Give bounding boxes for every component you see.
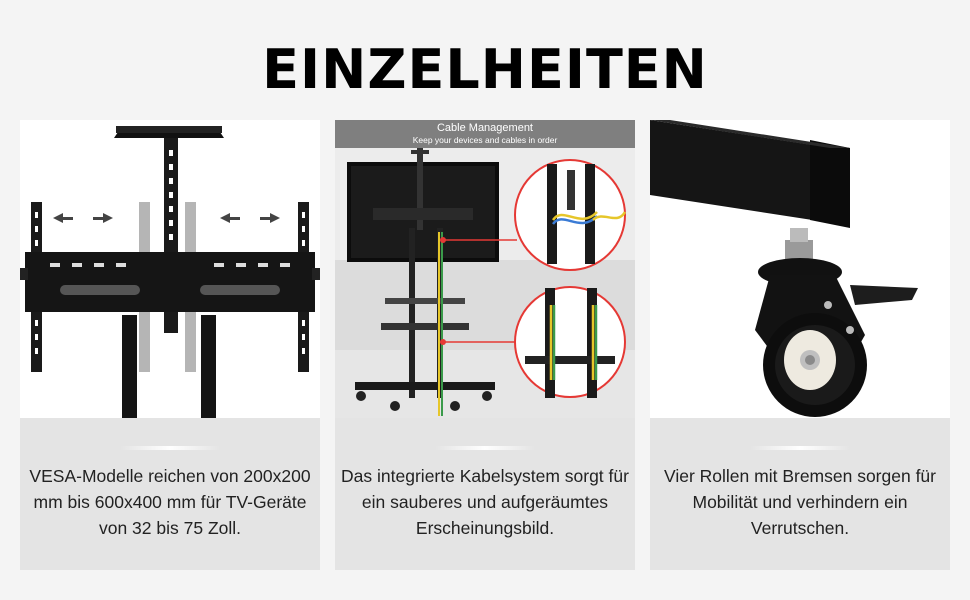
- feature-card-vesa: VESA-Modelle reichen von 200x200 mm bis …: [20, 120, 320, 570]
- caption-box: Das integrierte Kabelsystem sorgt für ei…: [335, 418, 635, 570]
- caption-box: Vier Rollen mit Bremsen sorgen für Mobil…: [650, 418, 950, 570]
- vesa-mount-photo: [20, 120, 320, 418]
- caption-text: VESA-Modelle reichen von 200x200 mm bis …: [29, 466, 311, 538]
- caption-divider: [750, 446, 850, 450]
- caption-box: VESA-Modelle reichen von 200x200 mm bis …: [20, 418, 320, 570]
- feature-card-cable-management: Cable Management Keep your devices and c…: [335, 120, 635, 570]
- feature-card-wheels: Vier Rollen mit Bremsen sorgen für Mobil…: [650, 120, 950, 570]
- caption-text: Vier Rollen mit Bremsen sorgen für Mobil…: [663, 466, 936, 538]
- caster-wheel-illustration: [650, 120, 918, 417]
- caption-divider: [120, 446, 220, 450]
- page-title: EINZELHEITEN: [262, 38, 708, 101]
- caption-text: Das integrierte Kabelsystem sorgt für ei…: [341, 466, 629, 538]
- caster-wheel-photo: [650, 120, 950, 418]
- caption-divider: [435, 446, 535, 450]
- cable-management-illustration: [335, 140, 635, 418]
- cable-management-banner: Cable Management Keep your devices and c…: [335, 120, 635, 148]
- cable-management-photo: Cable Management Keep your devices and c…: [335, 120, 635, 418]
- banner-subtitle: Keep your devices and cables in order: [412, 135, 558, 145]
- vesa-mount-illustration: [20, 126, 320, 418]
- banner-title: Cable Management: [436, 122, 533, 134]
